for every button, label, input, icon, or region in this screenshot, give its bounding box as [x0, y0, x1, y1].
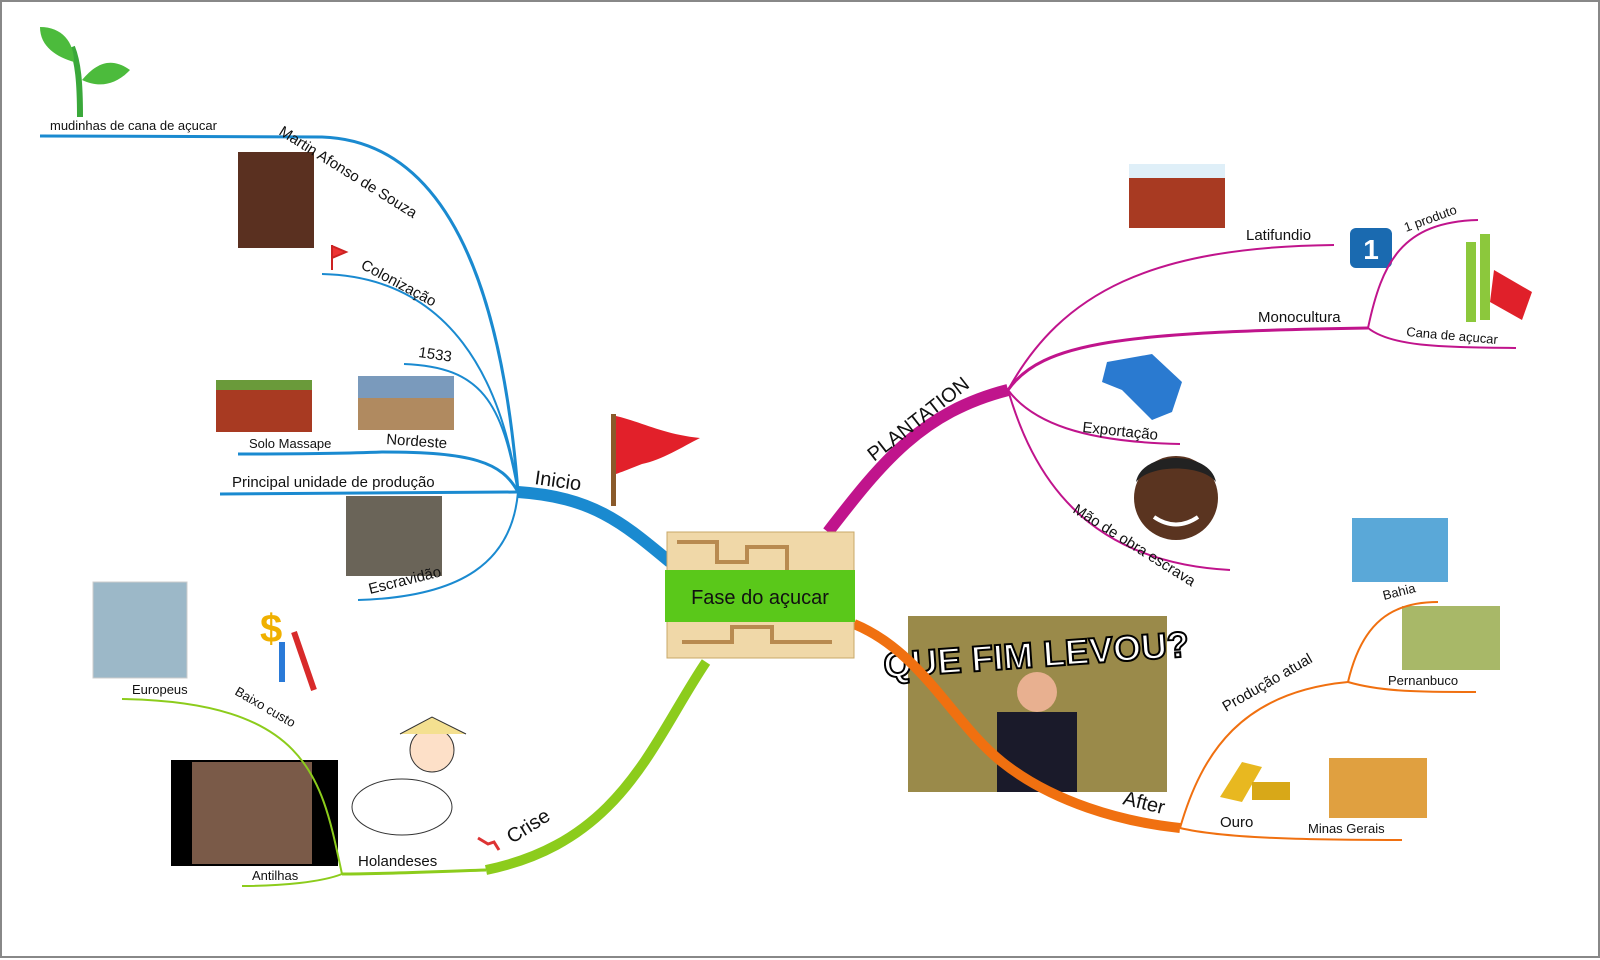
dutch-girl-cow-icon: [351, 716, 467, 836]
bahia-photo-image: [1352, 518, 1448, 582]
svg-text:$: $: [260, 607, 282, 651]
pernambuco-photo-image: [1402, 606, 1500, 670]
node-minas-gerais[interactable]: Minas Gerais: [1308, 821, 1385, 836]
seedling-icon: [40, 27, 130, 118]
dollar-arrows-icon: $: [260, 607, 317, 691]
number-one-badge: 1: [1350, 228, 1392, 268]
node-solo-massape[interactable]: Solo Massape: [249, 436, 331, 451]
red-flag-icon: [611, 414, 700, 506]
node-mudinhas[interactable]: mudinhas de cana de açucar: [50, 118, 218, 133]
node-pernanbuco[interactable]: Pernanbuco: [1388, 673, 1458, 688]
branch-crise: [121, 659, 711, 887]
node-baixo-custo[interactable]: Baixo custo: [233, 684, 299, 731]
node-ouro[interactable]: Ouro: [1220, 814, 1253, 831]
branch-inicio: [39, 134, 674, 601]
branch-plantation: [823, 219, 1517, 571]
gold-bars-icon: [1220, 762, 1290, 802]
que-fim-levou-image: QUE FIM LEVOU?: [881, 616, 1191, 792]
slaves-photo-image: [346, 496, 442, 576]
central-node-label: Fase do açucar: [691, 587, 829, 609]
node-bahia[interactable]: Bahia: [1381, 580, 1418, 603]
node-nordeste[interactable]: Nordeste: [386, 431, 448, 452]
node-latifundio[interactable]: Latifundio: [1246, 227, 1311, 244]
sugarcane-icon: [1466, 234, 1532, 322]
red-flag-small-icon: [331, 245, 349, 270]
black-man-emoji-icon: [1134, 456, 1218, 540]
portrait-image: [238, 152, 314, 248]
crise-label[interactable]: Crise: [503, 805, 554, 848]
node-europeus[interactable]: Europeus: [132, 682, 188, 697]
brazil-map-icon: [1102, 354, 1182, 420]
branch-after: [852, 601, 1477, 841]
pao-de-queijo-image: [1329, 758, 1427, 818]
node-principal-unidade[interactable]: Principal unidade de produção: [232, 474, 435, 491]
plantation-label[interactable]: PLANTATION: [864, 373, 974, 466]
node-1533[interactable]: 1533: [417, 344, 452, 365]
svg-text:1: 1: [1363, 234, 1379, 265]
node-holandeses[interactable]: Holandeses: [358, 853, 437, 870]
node-antilhas[interactable]: Antilhas: [252, 868, 299, 883]
node-monocultura[interactable]: Monocultura: [1258, 309, 1341, 326]
central-node[interactable]: Fase do açucar: [665, 531, 855, 659]
node-colonizacao[interactable]: Colonização: [358, 257, 439, 311]
down-trend-icon: [477, 836, 501, 851]
europeu-cartoon-image: [92, 581, 188, 679]
